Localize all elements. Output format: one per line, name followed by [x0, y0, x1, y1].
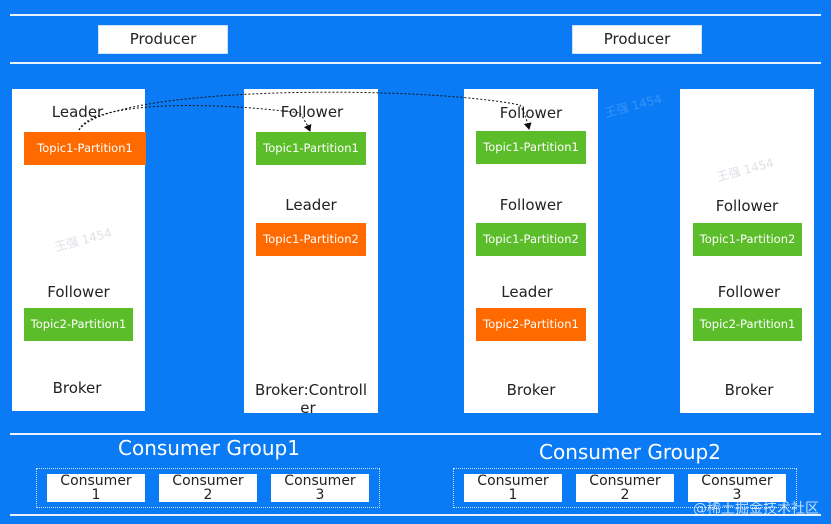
consumer-number: 2	[203, 487, 213, 502]
consumer-number: 1	[91, 487, 101, 502]
broker-1-label: Broker	[52, 379, 102, 397]
broker-3-topic1-partition2[interactable]: Topic1-Partition2	[476, 223, 586, 256]
broker-2[interactable]: Follower Topic1-Partition1 Leader Topic1…	[244, 89, 378, 417]
consumer-3[interactable]: Consumer 3	[271, 474, 369, 502]
consumer-number: 2	[620, 487, 630, 502]
broker-3-label: Broker	[506, 381, 556, 399]
broker-4-label: Broker	[724, 381, 774, 399]
consumer-group-2[interactable]: Consumer 1 Consumer 2 Consumer 3	[453, 468, 797, 508]
consumer-group-1-title: Consumer Group1	[118, 436, 300, 460]
producer-box-1[interactable]: Producer	[98, 25, 228, 54]
consumer-number: 3	[732, 487, 742, 502]
broker-2-controller-label: Broker:Controll	[254, 381, 368, 399]
bottom-divider	[10, 514, 821, 516]
broker-2-role-follower: Follower	[280, 103, 344, 121]
consumer-2[interactable]: Consumer 2	[159, 474, 257, 502]
replication-arrow-to-broker-2	[78, 105, 312, 132]
broker-4-topic2-partition1[interactable]: Topic2-Partition1	[693, 308, 802, 341]
consumer-label: Consumer	[589, 474, 661, 489]
consumer-label: Consumer	[477, 474, 549, 489]
broker-3-role-follower-1: Follower	[499, 104, 563, 122]
broker-1[interactable]: Leader Topic1-Partition1 Follower Topic2…	[12, 89, 146, 411]
producer-box-2[interactable]: Producer	[572, 25, 702, 54]
broker-2-topic1-partition1[interactable]: Topic1-Partition1	[256, 132, 366, 165]
broker-3-topic1-partition1[interactable]: Topic1-Partition1	[476, 131, 586, 164]
broker-2-topic1-partition2[interactable]: Topic1-Partition2	[256, 223, 366, 256]
consumer-1[interactable]: Consumer 1	[47, 474, 145, 502]
broker-2-controller-label-wrap: er	[300, 399, 316, 417]
replication-arrow-to-broker-3	[78, 91, 532, 131]
consumer-label: Consumer	[60, 474, 132, 489]
consumer-label: Consumer	[701, 474, 773, 489]
producer-divider	[10, 62, 821, 64]
consumer-divider	[10, 433, 821, 435]
consumer-group-2-title: Consumer Group2	[539, 440, 721, 464]
broker-4-topic1-partition2[interactable]: Topic1-Partition2	[693, 223, 802, 256]
broker-3[interactable]: Follower Topic1-Partition1 Follower Topi…	[464, 89, 598, 413]
broker-1-role-leader: Leader	[51, 103, 104, 121]
consumer-number: 3	[315, 487, 325, 502]
broker-3-role-leader: Leader	[501, 283, 553, 301]
consumer-2[interactable]: Consumer 2	[576, 474, 674, 502]
consumer-1[interactable]: Consumer 1	[464, 474, 562, 502]
site-watermark: @稀土掘金技术社区	[693, 501, 819, 517]
consumer-3[interactable]: Consumer 3	[688, 474, 786, 502]
broker-4-role-follower-2: Follower	[717, 283, 781, 301]
broker-3-topic2-partition1[interactable]: Topic2-Partition1	[476, 308, 586, 341]
broker-4[interactable]: 王强 1454 Follower Topic1-Partition2 Follo…	[680, 89, 814, 413]
consumer-group-1[interactable]: Consumer 1 Consumer 2 Consumer 3	[36, 468, 380, 508]
broker-1-topic1-partition1[interactable]: Topic1-Partition1	[24, 132, 146, 165]
consumer-label: Consumer	[172, 474, 244, 489]
consumer-label: Consumer	[284, 474, 356, 489]
top-divider	[10, 14, 821, 16]
broker-1-role-follower: Follower	[47, 283, 110, 301]
consumer-number: 1	[508, 487, 518, 502]
broker-1-topic2-partition1[interactable]: Topic2-Partition1	[24, 308, 133, 341]
broker-4-role-follower-1: Follower	[715, 197, 779, 215]
broker-3-role-follower-2: Follower	[499, 196, 563, 214]
broker-2-role-leader: Leader	[285, 196, 337, 214]
